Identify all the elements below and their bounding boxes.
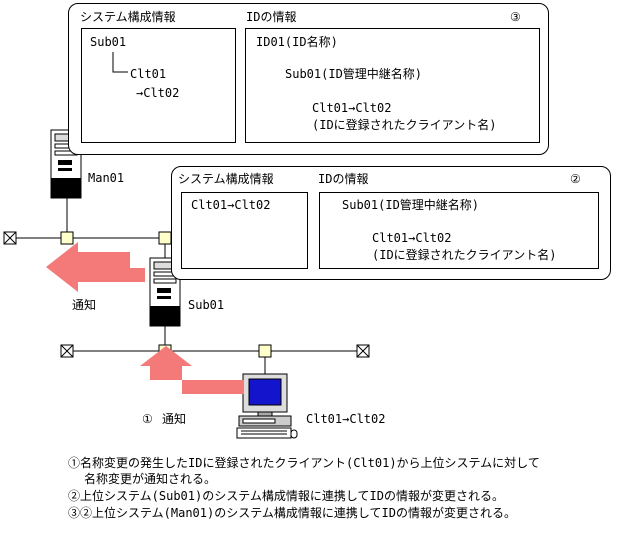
top-id-level2: Clt01→Clt02 xyxy=(312,101,392,115)
top-id-root: ID01(ID名称) xyxy=(256,35,338,49)
top-id-box xyxy=(245,28,540,143)
mid-id-level2: Clt01→Clt02 xyxy=(372,231,452,245)
terminator-upper-left xyxy=(3,231,17,245)
top-config-box xyxy=(81,28,236,143)
top-id-note: (IDに登録されたクライアント名) xyxy=(312,118,497,132)
top-id-level1: Sub01(ID管理中継名称) xyxy=(285,67,423,81)
junction-man01 xyxy=(60,231,74,245)
client-label: Clt01→Clt02 xyxy=(306,412,386,426)
top-id-title: IDの情報 xyxy=(246,10,297,24)
client-pc-icon xyxy=(236,373,298,439)
top-panel-number: ③ xyxy=(510,10,521,24)
top-config-child1: Clt01 xyxy=(130,67,167,81)
note-line-2: 名称変更が通知される。 xyxy=(84,472,217,486)
upper-notify-label: 通知 xyxy=(72,298,97,312)
mid-config-title: システム構成情報 xyxy=(178,172,274,186)
sub01-label: Sub01 xyxy=(188,298,225,312)
junction-client xyxy=(258,344,272,358)
mid-panel-number: ② xyxy=(570,172,581,186)
mid-config-text: Clt01→Clt02 xyxy=(191,198,271,212)
lower-notify-number: ① xyxy=(142,412,153,426)
lower-notify-arrow xyxy=(140,346,244,394)
mid-config-box xyxy=(181,192,308,269)
top-config-parent: Sub01 xyxy=(90,35,127,49)
note-line-1: ①名称変更の発生したIDに登録されたクライアント(Clt01)から上位システムに… xyxy=(68,456,540,470)
man01-server-icon xyxy=(50,129,82,199)
top-config-title: システム構成情報 xyxy=(80,10,176,24)
mid-id-box xyxy=(319,192,599,269)
note-line-4: ③②上位システム(Man01)のシステム構成情報に連携してIDの情報が変更される… xyxy=(68,506,516,520)
mid-id-note: (IDに登録されたクライアント名) xyxy=(372,248,557,262)
note-line-3: ②上位システム(Sub01)のシステム構成情報に連携してIDの情報が変更される。 xyxy=(68,489,504,503)
top-config-child2: →Clt02 xyxy=(136,86,180,100)
lower-notify-label: 通知 xyxy=(162,412,187,426)
terminator-lower-left xyxy=(60,344,74,358)
upper-notify-arrow xyxy=(46,242,145,292)
mid-id-level1: Sub01(ID管理中継名称) xyxy=(342,198,480,212)
man01-label: Man01 xyxy=(88,171,125,185)
mid-id-title: IDの情報 xyxy=(318,172,369,186)
terminator-lower-right xyxy=(356,344,370,358)
